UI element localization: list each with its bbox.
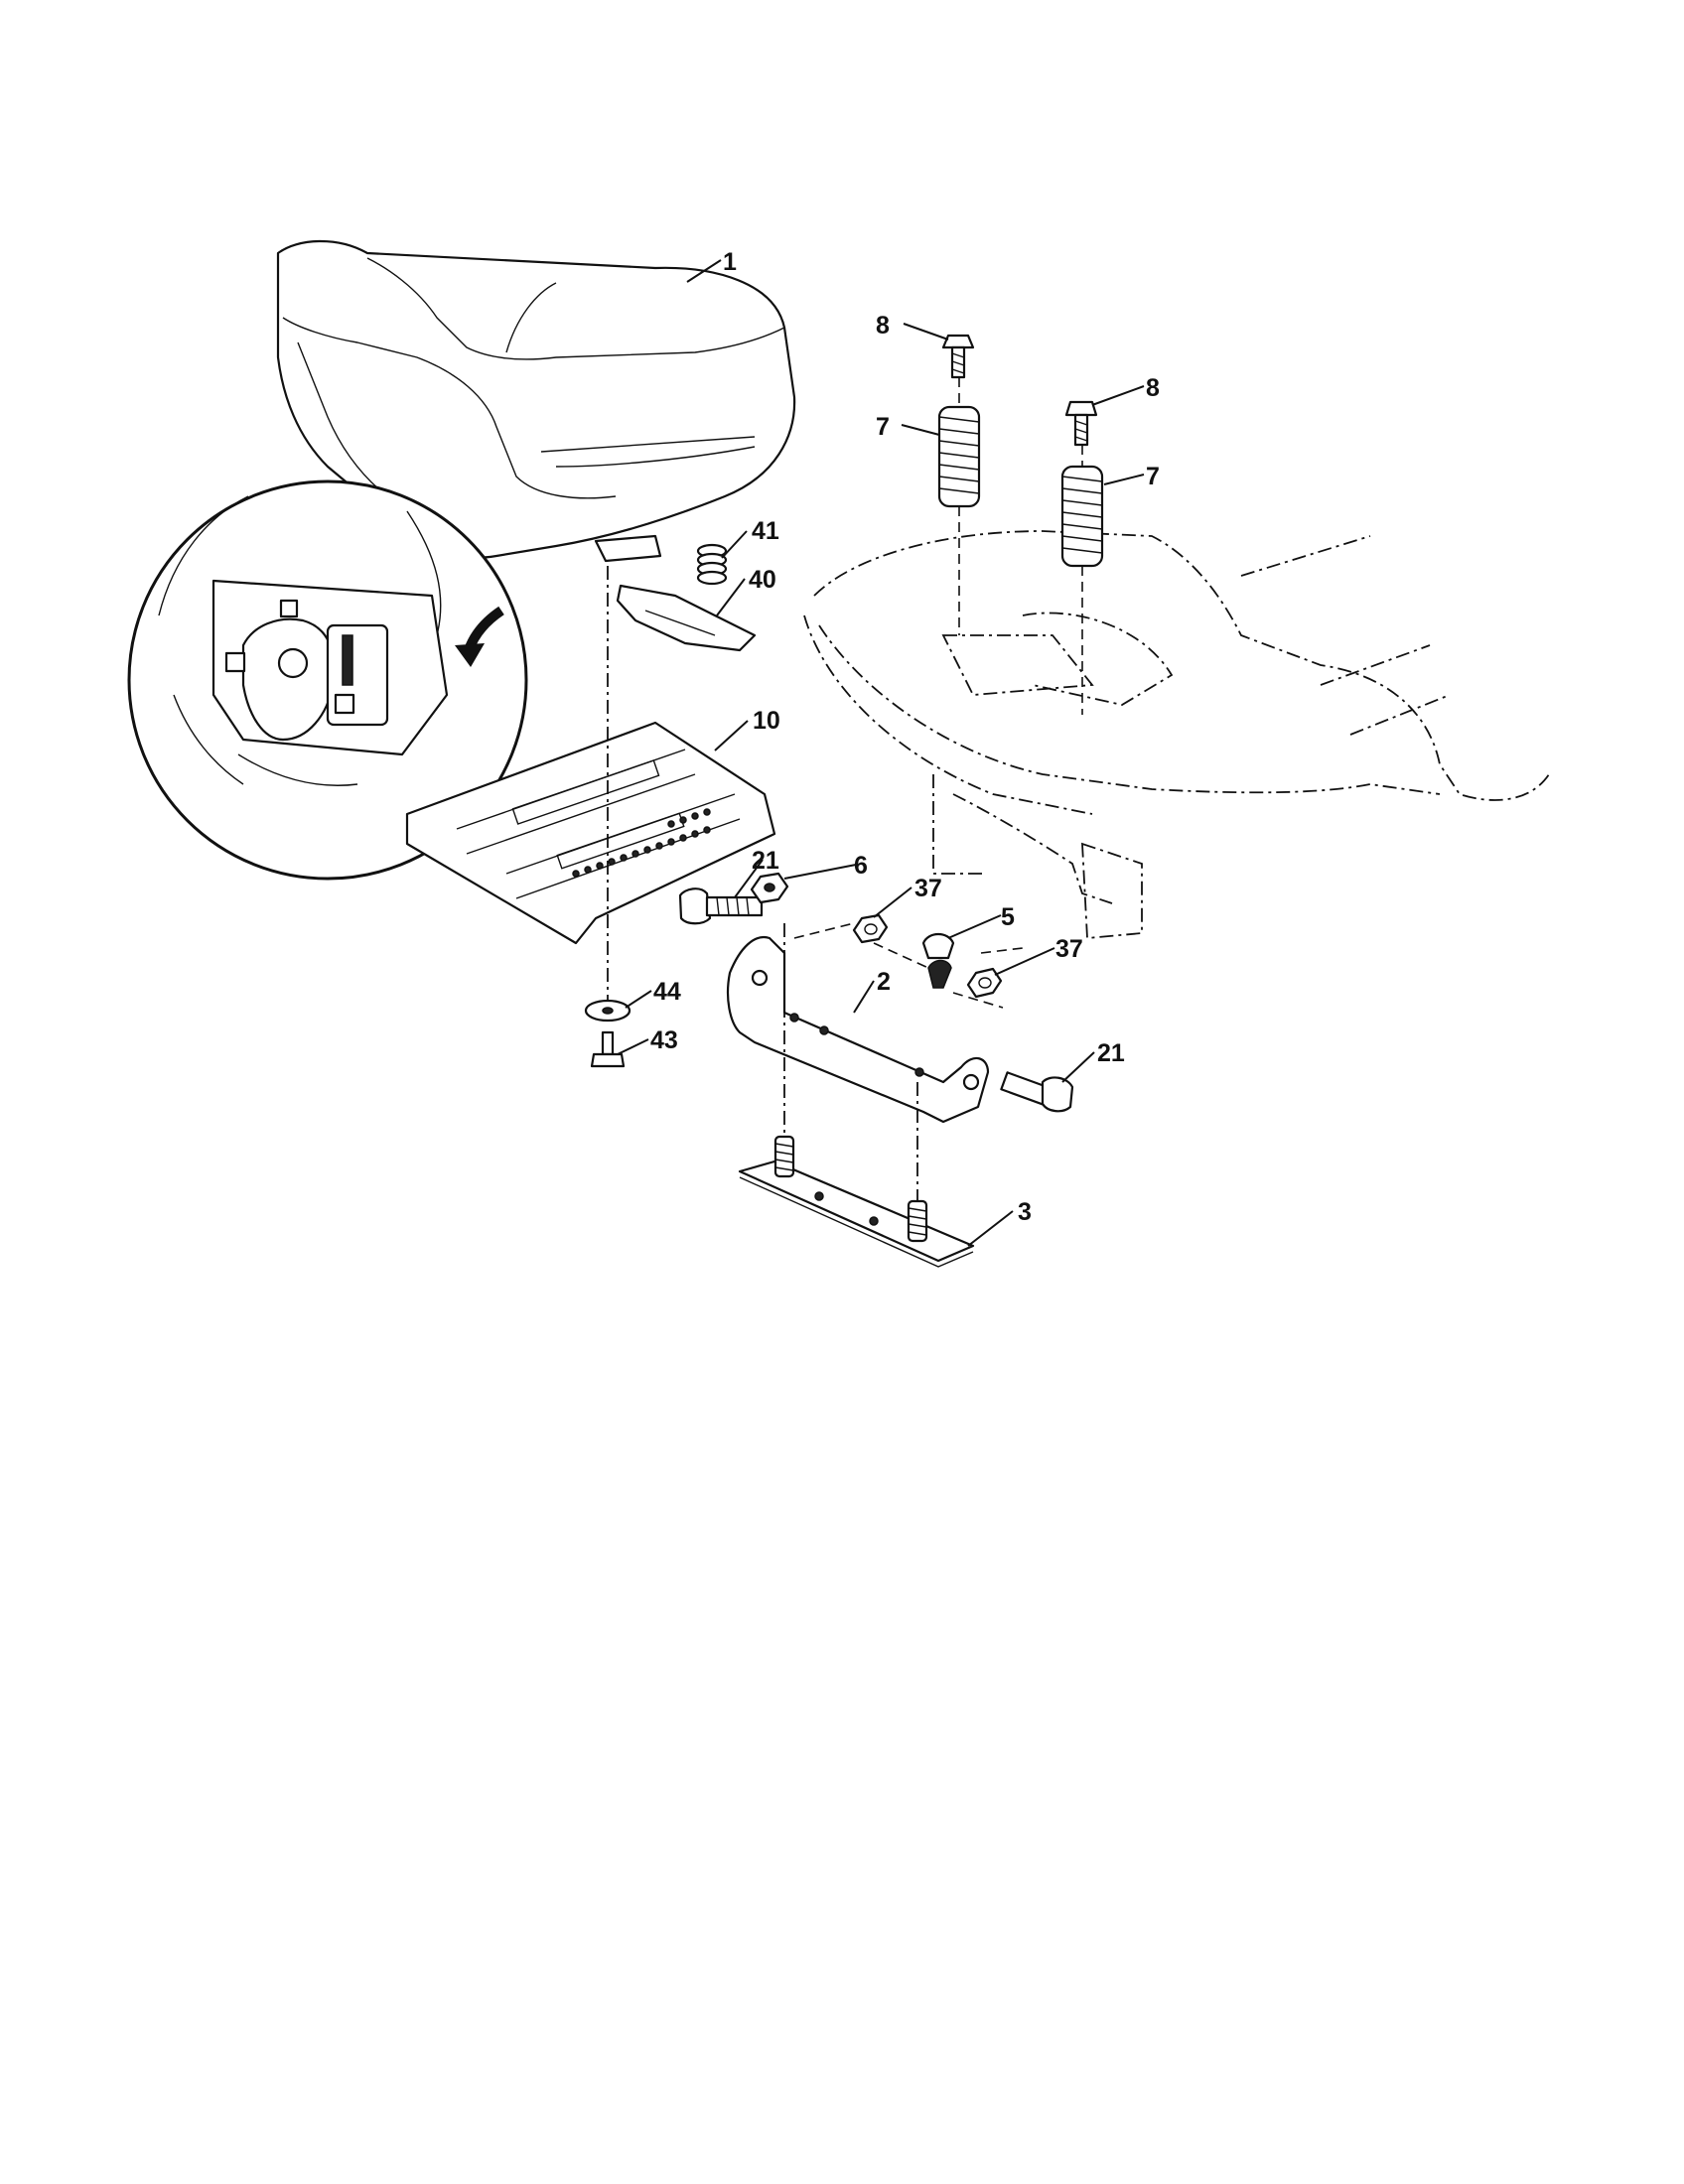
callout-5: 5 bbox=[1001, 903, 1015, 931]
callout-8-left: 8 bbox=[876, 312, 890, 340]
bolt-21-left bbox=[678, 887, 764, 925]
bolt-8-left bbox=[941, 334, 975, 379]
callout-41: 41 bbox=[752, 517, 779, 545]
callout-3: 3 bbox=[1018, 1198, 1032, 1226]
callout-43: 43 bbox=[650, 1026, 678, 1054]
callout-21-right: 21 bbox=[1097, 1039, 1125, 1067]
callout-1: 1 bbox=[723, 248, 737, 276]
seat-pan-adjust-holes bbox=[572, 808, 711, 878]
stud-left bbox=[773, 1135, 795, 1178]
callout-6: 6 bbox=[854, 852, 868, 880]
callout-37-upper: 37 bbox=[914, 875, 942, 902]
clip-5 bbox=[921, 932, 955, 989]
callout-2: 2 bbox=[877, 968, 891, 996]
washer-44 bbox=[584, 999, 632, 1023]
spring-7-left bbox=[937, 405, 981, 508]
bolt-43 bbox=[590, 1030, 626, 1068]
plate-3 bbox=[738, 1160, 975, 1268]
clip-40 bbox=[616, 584, 757, 652]
callout-10: 10 bbox=[753, 707, 780, 735]
leader-lines bbox=[617, 259, 1145, 1247]
nut-37-lower bbox=[966, 967, 1003, 999]
callout-7-right: 7 bbox=[1146, 463, 1160, 490]
frame-outline bbox=[803, 530, 1550, 939]
callout-44: 44 bbox=[653, 978, 681, 1006]
spring-41 bbox=[696, 543, 728, 586]
stud-right bbox=[907, 1199, 928, 1243]
callout-21-left: 21 bbox=[752, 847, 779, 875]
callouts: 1 8 8 7 7 41 40 10 21 6 37 5 37 2 44 43 … bbox=[650, 248, 1160, 1226]
seat-pan bbox=[405, 721, 776, 945]
seat bbox=[276, 239, 796, 563]
callout-8-right: 8 bbox=[1146, 374, 1160, 402]
nut-6 bbox=[750, 872, 789, 904]
callout-37-lower: 37 bbox=[1055, 935, 1083, 963]
bolt-8-right bbox=[1064, 400, 1098, 447]
nut-37-upper bbox=[852, 913, 889, 944]
bracket-2 bbox=[726, 935, 990, 1124]
detail-inset bbox=[127, 479, 528, 881]
callout-7-left: 7 bbox=[876, 413, 890, 441]
spring-7-right bbox=[1060, 465, 1104, 568]
bolt-21-right bbox=[1000, 1071, 1074, 1113]
callout-40: 40 bbox=[749, 566, 776, 594]
